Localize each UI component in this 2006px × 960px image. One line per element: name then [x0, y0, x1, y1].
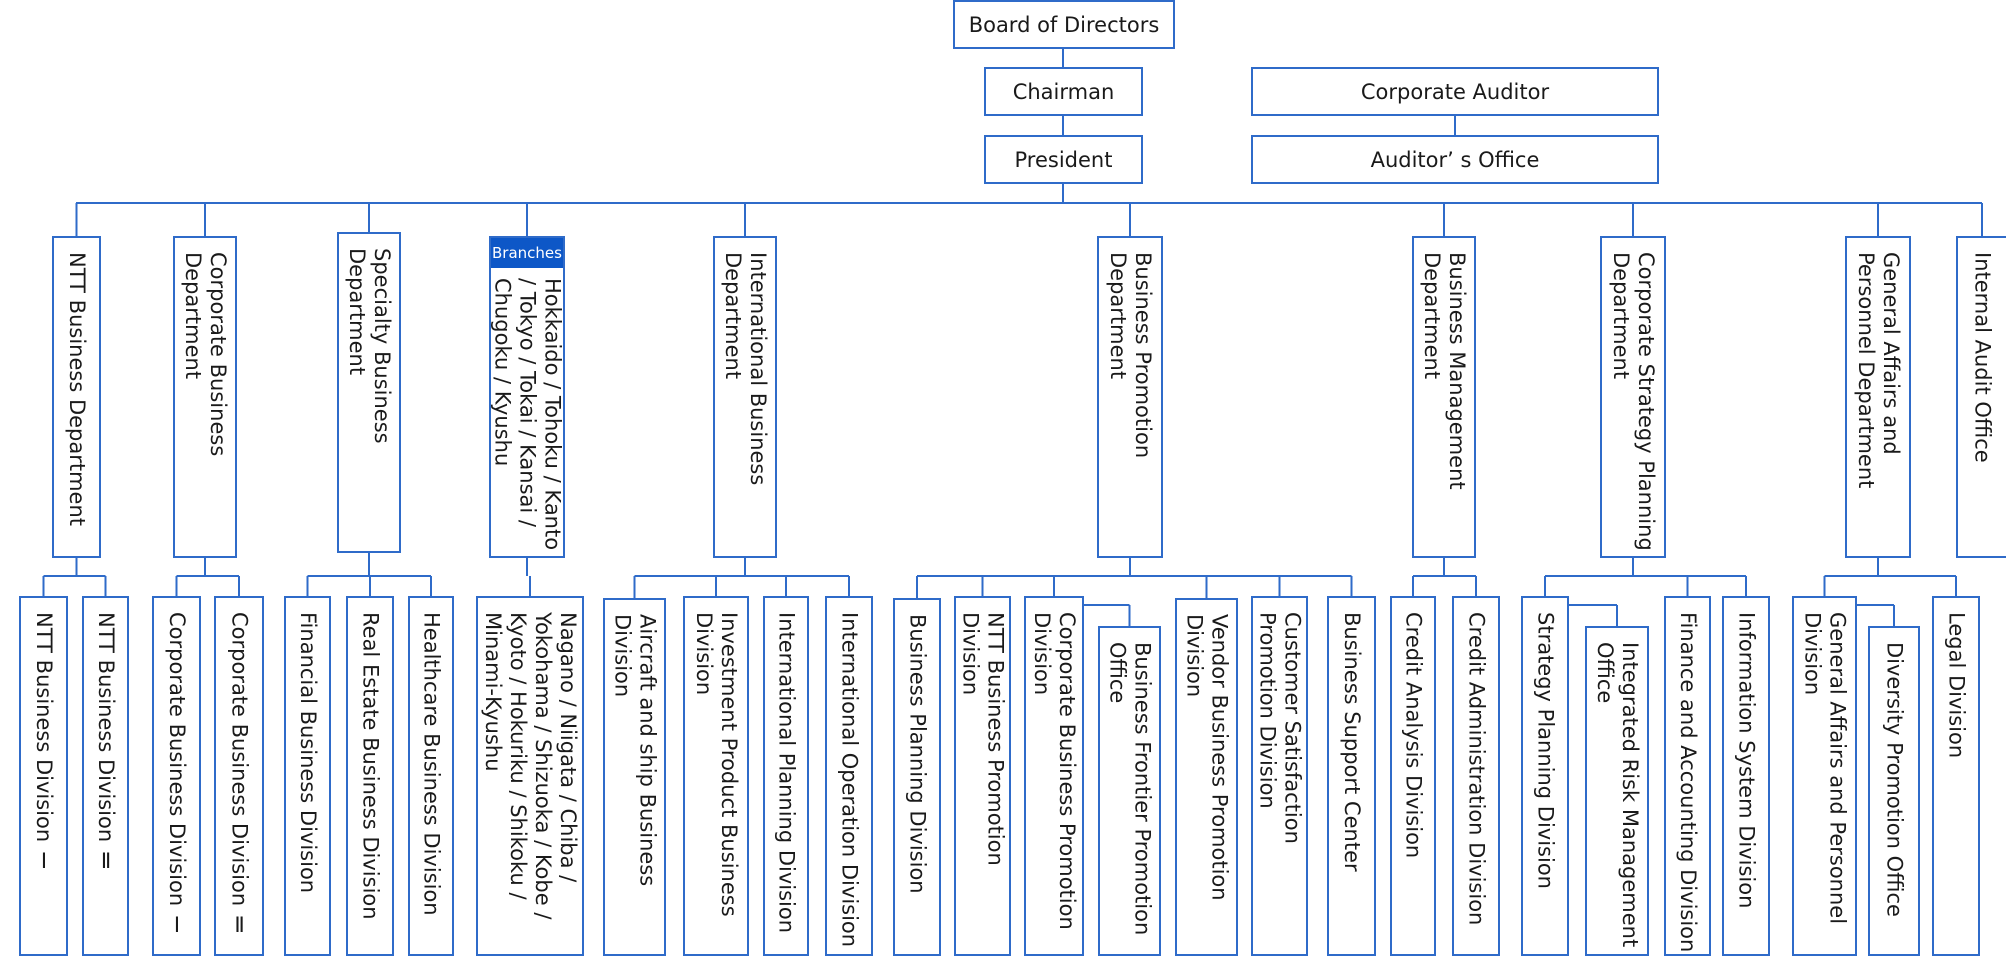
branches-tag: Branches: [491, 238, 563, 268]
general-affairs-personnel-department: General Affairs and Personnel Department: [1845, 236, 1911, 558]
corporate-business-division-1: Corporate Business Division Ⅰ: [152, 596, 201, 956]
legal-division: Legal Division: [1932, 596, 1980, 956]
international-planning-division-label: International Planning Division: [774, 612, 799, 934]
branches-box: Hokkaido / Tohoku / Kanto / Tokyo / Toka…: [489, 236, 565, 558]
information-system-division-label: Information System Division: [1734, 612, 1759, 909]
ntt-business-division-1-label: NTT Business Division Ⅰ: [32, 612, 56, 873]
ntt-business-division-2-label: NTT Business Division Ⅱ: [94, 612, 118, 873]
diversity-promotion-office: Diversity Promotion Office: [1868, 626, 1920, 956]
information-system-division: Information System Division: [1722, 596, 1770, 956]
real-estate-business-division: Real Estate Business Division: [346, 596, 394, 956]
strategy-planning-division: Strategy Planning Division: [1521, 596, 1569, 956]
business-planning-division: Business Planning Division: [893, 598, 941, 956]
chairman-box: Chairman: [984, 67, 1143, 116]
business-planning-division-label: Business Planning Division: [905, 614, 930, 894]
general-affairs-personnel-division: General Affairs and Personnel Division: [1792, 596, 1857, 956]
finance-accounting-division: Finance and Accounting Division: [1664, 596, 1711, 956]
investment-product-business-division: Investment Product Business Division: [683, 596, 749, 956]
business-frontier-promotion-office: Business Frontier Promotion Office: [1098, 626, 1161, 956]
specialty-business-department-label: Specialty Business Department: [345, 248, 394, 444]
business-promotion-department: Business Promotion Department: [1097, 236, 1163, 558]
healthcare-business-division: Healthcare Business Division: [408, 596, 454, 956]
business-frontier-promotion-office-label: Business Frontier Promotion Office: [1105, 642, 1155, 936]
board-of-directors-box: Board of Directors: [953, 0, 1175, 49]
financial-business-division-label: Financial Business Division: [296, 612, 320, 894]
president-box: President: [984, 135, 1143, 184]
corporate-business-promotion-division-label: Corporate Business Promotion Division: [1030, 612, 1079, 930]
corporate-business-division-1-label: Corporate Business Division Ⅰ: [165, 612, 189, 937]
business-support-center: Business Support Center: [1327, 596, 1376, 956]
ntt-business-division-1: NTT Business Division Ⅰ: [19, 596, 68, 956]
general-affairs-personnel-division-label: General Affairs and Personnel Division: [1800, 612, 1850, 925]
specialty-business-department: Specialty Business Department: [337, 232, 401, 553]
international-operation-division: International Operation Division: [825, 596, 873, 956]
vendor-business-promotion-division-label: Vendor Business Promotion Division: [1182, 614, 1232, 901]
credit-analysis-division: Credit Analysis Division: [1390, 596, 1436, 956]
corporate-business-division-2: Corporate Business Division Ⅱ: [214, 596, 264, 956]
vendor-business-promotion-division: Vendor Business Promotion Division: [1175, 598, 1238, 956]
corporate-auditor-box: Corporate Auditor: [1251, 67, 1659, 116]
internal-audit-office: Internal Audit Office: [1956, 236, 2006, 558]
integrated-risk-management-office-label: Integrated Risk Management Office: [1593, 642, 1642, 948]
financial-business-division: Financial Business Division: [284, 596, 331, 956]
customer-satisfaction-promotion-division: Customer Satisfaction Promotion Division: [1251, 596, 1308, 956]
corporate-business-department: Corporate Business Department: [173, 236, 237, 558]
auditors-office-box: Auditor’ s Office: [1251, 135, 1659, 184]
international-operation-division-label: International Operation Division: [837, 612, 862, 948]
ntt-business-division-2: NTT Business Division Ⅱ: [82, 596, 129, 956]
branch-offices-box: Nagano / Niigata / Chiba / Yokohama / Sh…: [476, 596, 584, 956]
diversity-promotion-office-label: Diversity Promotion Office: [1882, 642, 1907, 917]
aircraft-ship-business-division-label: Aircraft and ship Business Division: [610, 614, 660, 887]
corporate-business-promotion-division: Corporate Business Promotion Division: [1024, 596, 1084, 956]
ntt-business-department: NTT Business Department: [52, 236, 101, 558]
legal-division-label: Legal Division: [1944, 612, 1969, 759]
real-estate-business-division-label: Real Estate Business Division: [358, 612, 383, 920]
branch-offices-box-label: Nagano / Niigata / Chiba / Yokohama / Sh…: [481, 612, 580, 920]
international-planning-division: International Planning Division: [763, 596, 809, 956]
healthcare-business-division-label: Healthcare Business Division: [419, 612, 444, 916]
integrated-risk-management-office: Integrated Risk Management Office: [1585, 626, 1649, 956]
corporate-business-division-2-label: Corporate Business Division Ⅱ: [227, 612, 252, 937]
business-management-department: Business Management Department: [1412, 236, 1476, 558]
general-affairs-personnel-department-label: General Affairs and Personnel Department: [1854, 252, 1903, 489]
finance-accounting-division-label: Finance and Accounting Division: [1676, 612, 1700, 953]
ntt-business-department-label: NTT Business Department: [65, 252, 89, 527]
credit-analysis-division-label: Credit Analysis Division: [1401, 612, 1426, 859]
strategy-planning-division-label: Strategy Planning Division: [1533, 612, 1558, 889]
corporate-strategy-planning-department: Corporate Strategy Planning Department: [1600, 236, 1666, 558]
international-business-department-label: International Business Department: [721, 252, 770, 486]
corporate-strategy-planning-department-label: Corporate Strategy Planning Department: [1609, 252, 1658, 551]
business-management-department-label: Business Management Department: [1420, 252, 1469, 490]
ntt-business-promotion-division: NTT Business Promotion Division: [954, 596, 1011, 956]
customer-satisfaction-promotion-division-label: Customer Satisfaction Promotion Division: [1255, 612, 1305, 844]
credit-administration-division: Credit Administration Division: [1452, 596, 1500, 956]
internal-audit-office-label: Internal Audit Office: [1970, 252, 1995, 463]
aircraft-ship-business-division: Aircraft and ship Business Division: [603, 598, 666, 956]
investment-product-business-division-label: Investment Product Business Division: [692, 612, 741, 917]
credit-administration-division-label: Credit Administration Division: [1464, 612, 1489, 926]
ntt-business-promotion-division-label: NTT Business Promotion Division: [958, 612, 1008, 866]
business-support-center-label: Business Support Center: [1340, 612, 1364, 872]
branches-box-label: Hokkaido / Tohoku / Kanto / Tokyo / Toka…: [490, 278, 565, 551]
international-business-department: International Business Department: [713, 236, 777, 558]
corporate-business-department-label: Corporate Business Department: [181, 252, 230, 457]
business-promotion-department-label: Business Promotion Department: [1106, 252, 1155, 459]
